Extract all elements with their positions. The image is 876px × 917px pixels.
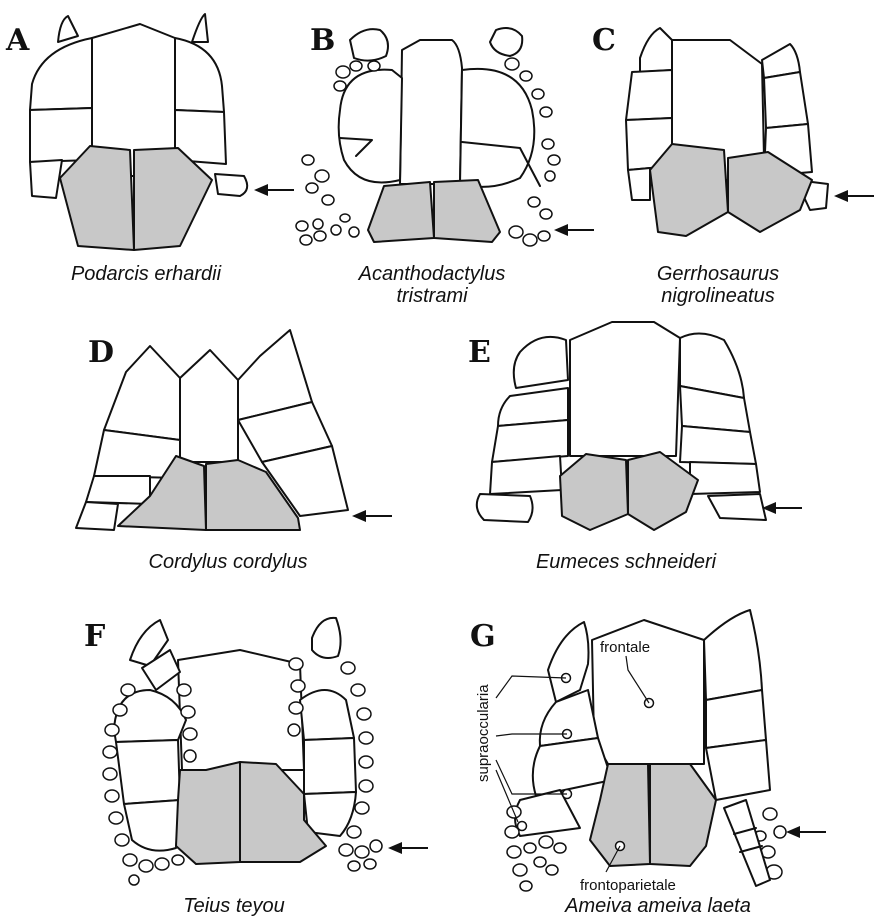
arrow-left-icon [786,826,826,838]
caption-c-line2: nigrolineatus [661,285,774,307]
frontoparietal-scale [434,180,500,242]
caption-c-line1: Gerrhosaurus [657,263,779,285]
arrow-left-icon [834,190,874,202]
frontoparietal-scale [134,148,212,250]
panel-label-c: C [592,23,616,58]
arrow-left-icon [254,184,294,196]
label-frontale: frontale [600,639,650,656]
panel-a: A Podarcis erhardii [5,14,294,285]
panel-label-a: A [5,23,30,58]
panel-label-d: D [88,335,114,370]
caption-g: Ameiva ameiva laeta [564,895,751,917]
arrow-left-icon [554,224,594,236]
caption-b-line2: tristrami [396,285,468,307]
panel-b: B Acanthodactylus tristrami [296,23,594,307]
caption-b-line1: Acanthodactylus [358,263,506,285]
panel-e: E Eumeces schneideri [468,322,802,573]
frontoparietal-scale [650,144,728,236]
caption-e: Eumeces schneideri [536,551,717,573]
arrow-left-icon [762,502,802,514]
panel-label-g: G [470,619,496,654]
frontoparietal-scale [560,454,628,530]
panel-d: D Cordylus cordylus [76,330,392,573]
panel-label-b: B [310,23,335,58]
panel-label-e: E [468,335,491,370]
panel-c: C Gerrhosaurus nigrolineatus [592,23,874,307]
caption-f: Teius teyou [183,895,285,917]
caption-d: Cordylus cordylus [149,551,308,573]
caption-a: Podarcis erhardii [71,263,222,285]
frontoparietal-scale [628,452,698,530]
panel-label-f: F [84,619,105,654]
panel-f: F [84,618,428,917]
arrow-left-icon [352,510,392,522]
frontoparietal-scale [176,762,240,864]
arrow-left-icon [388,842,428,854]
label-supraocularia: supraoccularia [475,684,492,782]
frontoparietal-scale [650,764,716,866]
frontoparietal-scale [368,182,434,242]
panel-g: G frontale supraoccularia [470,610,826,917]
label-frontoparietale: frontoparietale [580,877,676,894]
